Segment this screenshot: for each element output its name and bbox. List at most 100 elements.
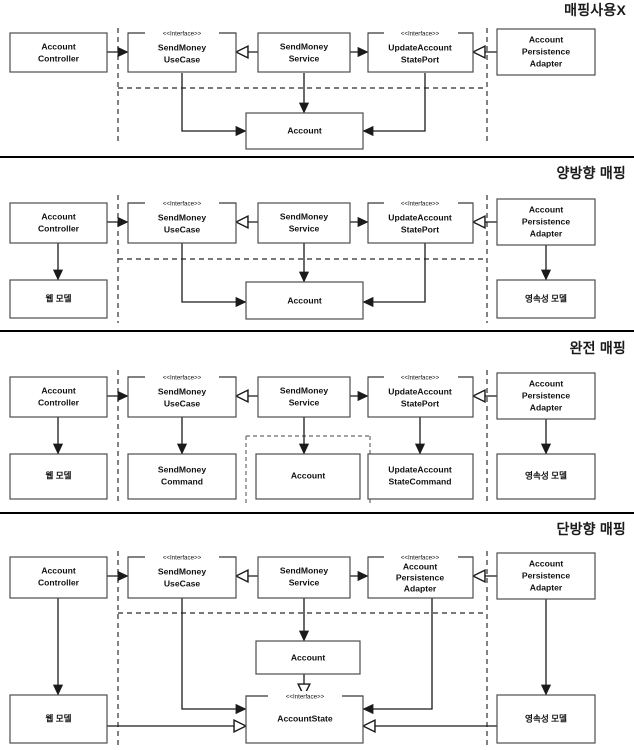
- box-account-controller[interactable]: Account Controller: [9, 556, 108, 599]
- svg-text:Persistence: Persistence: [396, 572, 444, 582]
- svg-text:StatePort: StatePort: [401, 398, 439, 408]
- panel-title-two-way-mapping: 양방향 매핑: [556, 165, 626, 181]
- svg-text:영속성 모델: 영속성 모델: [525, 712, 567, 723]
- svg-text:영속성 모델: 영속성 모델: [525, 292, 567, 303]
- svg-text:StatePort: StatePort: [401, 54, 439, 64]
- svg-text:Adapter: Adapter: [404, 583, 437, 593]
- svg-text:Persistence: Persistence: [522, 570, 570, 580]
- svg-text:Persistence: Persistence: [522, 216, 570, 226]
- box-update-account-state-port[interactable]: <<Interface>> UpdateAccount StatePort: [367, 372, 474, 418]
- panel-no-mapping-canvas: Account Controller <<Interface>> SendMon…: [9, 28, 596, 150]
- svg-text:UpdateAccount: UpdateAccount: [388, 212, 452, 222]
- box-persistence-model[interactable]: 영속성 모델: [496, 453, 596, 500]
- svg-text:Service: Service: [289, 53, 320, 63]
- box-update-account-state-port[interactable]: <<Interface>> UpdateAccount StatePort: [367, 198, 474, 244]
- svg-text:Account: Account: [529, 34, 564, 44]
- box-account-persistence-adapter[interactable]: Account Persistence Adapter: [496, 552, 596, 600]
- svg-text:SendMoney: SendMoney: [158, 566, 206, 576]
- svg-text:Account: Account: [403, 561, 438, 571]
- box-account-persistence-adapter[interactable]: Account Persistence Adapter: [496, 28, 596, 76]
- box-send-money-service[interactable]: SendMoney Service: [257, 202, 351, 244]
- svg-text:Adapter: Adapter: [530, 58, 563, 68]
- svg-text:UpdateAccount: UpdateAccount: [388, 386, 452, 396]
- box-update-account-state-port[interactable]: <<Interface>> UpdateAccount StatePort: [367, 28, 474, 73]
- box-send-money-usecase[interactable]: <<Interface>> SendMoney UseCase: [127, 372, 237, 418]
- svg-text:웹 모델: 웹 모델: [45, 712, 71, 723]
- svg-text:Account: Account: [41, 565, 76, 575]
- box-send-money-service[interactable]: SendMoney Service: [257, 556, 351, 599]
- svg-text:SendMoney: SendMoney: [280, 211, 328, 221]
- svg-text:Service: Service: [289, 577, 320, 587]
- svg-text:Account: Account: [41, 41, 76, 51]
- connector-port-to-account: [362, 243, 426, 308]
- panel-one-way-mapping-canvas: Account Controller <<Interface>> SendMon…: [9, 551, 596, 746]
- box-send-money-usecase[interactable]: <<Interface>> SendMoney UseCase: [127, 552, 237, 599]
- box-account-persistence-adapter[interactable]: Account Persistence Adapter: [496, 372, 596, 420]
- svg-text:SendMoney: SendMoney: [280, 565, 328, 575]
- panel-one-way-mapping: 단방향 매핑 Account Controller: [0, 519, 634, 750]
- box-send-money-command[interactable]: SendMoney Command: [127, 453, 237, 500]
- panel-title-full-mapping: 완전 매핑: [569, 340, 626, 356]
- panel-two-way-mapping: 양방향 매핑 Account Controller <<: [0, 163, 634, 332]
- svg-text:웹 모델: 웹 모델: [45, 469, 71, 480]
- svg-text:<<Interface>>: <<Interface>>: [401, 201, 440, 208]
- box-account-persistence-adapter-port[interactable]: <<Interface>> Account Persistence Adapte…: [367, 552, 474, 599]
- box-send-money-service[interactable]: SendMoney Service: [257, 376, 351, 418]
- svg-text:<<Interface>>: <<Interface>>: [163, 555, 202, 562]
- box-send-money-service[interactable]: SendMoney Service: [257, 32, 351, 73]
- connector-usecase-to-account: [181, 243, 247, 308]
- box-account[interactable]: Account: [255, 640, 361, 675]
- svg-text:Account: Account: [529, 558, 564, 568]
- box-account-controller[interactable]: Account Controller: [9, 32, 108, 73]
- box-account[interactable]: Account: [255, 453, 361, 500]
- svg-text:<<Interface>>: <<Interface>>: [163, 31, 202, 38]
- svg-text:Adapter: Adapter: [530, 228, 563, 238]
- svg-text:Account: Account: [287, 295, 322, 305]
- svg-text:SendMoney: SendMoney: [280, 41, 328, 51]
- box-send-money-usecase[interactable]: <<Interface>> SendMoney UseCase: [127, 28, 237, 73]
- box-account-controller[interactable]: Account Controller: [9, 202, 108, 244]
- box-account[interactable]: Account: [245, 112, 364, 150]
- box-update-account-state-command[interactable]: UpdateAccount StateCommand: [367, 453, 474, 500]
- box-web-model[interactable]: 웹 모델: [9, 453, 108, 500]
- connector-usecase-to-account-state: [181, 598, 247, 715]
- box-persistence-model[interactable]: 영속성 모델: [496, 694, 596, 744]
- svg-text:Command: Command: [161, 476, 203, 486]
- box-web-model[interactable]: 웹 모델: [9, 279, 108, 319]
- svg-text:<<Interface>>: <<Interface>>: [286, 694, 325, 701]
- svg-text:SendMoney: SendMoney: [280, 385, 328, 395]
- panel-no-mapping: 매핑사용X: [0, 0, 634, 158]
- svg-text:SendMoney: SendMoney: [158, 212, 206, 222]
- svg-text:Service: Service: [289, 397, 320, 407]
- svg-text:<<Interface>>: <<Interface>>: [163, 201, 202, 208]
- panel-title-no-mapping: 매핑사용X: [564, 2, 626, 18]
- svg-text:UseCase: UseCase: [164, 398, 201, 408]
- box-account-persistence-adapter[interactable]: Account Persistence Adapter: [496, 198, 596, 246]
- box-account[interactable]: Account: [245, 281, 364, 320]
- svg-text:AccountState: AccountState: [277, 713, 333, 723]
- svg-text:StateCommand: StateCommand: [388, 476, 451, 486]
- svg-text:Account: Account: [41, 385, 76, 395]
- svg-text:UpdateAccount: UpdateAccount: [388, 42, 452, 52]
- box-account-state[interactable]: <<Interface>> AccountState: [245, 691, 364, 744]
- panel-title-one-way-mapping: 단방향 매핑: [556, 521, 626, 537]
- svg-text:UseCase: UseCase: [164, 224, 201, 234]
- panel-divider-1: [0, 156, 634, 158]
- svg-text:영속성 모델: 영속성 모델: [525, 469, 567, 480]
- box-account-controller[interactable]: Account Controller: [9, 376, 108, 418]
- box-send-money-usecase[interactable]: <<Interface>> SendMoney UseCase: [127, 198, 237, 244]
- svg-text:Persistence: Persistence: [522, 390, 570, 400]
- svg-text:Account: Account: [291, 652, 326, 662]
- box-persistence-model[interactable]: 영속성 모델: [496, 279, 596, 319]
- svg-text:SendMoney: SendMoney: [158, 464, 206, 474]
- panel-full-mapping: 완전 매핑 Account Controller: [0, 338, 634, 514]
- svg-text:Account: Account: [529, 378, 564, 388]
- svg-text:UseCase: UseCase: [164, 54, 201, 64]
- svg-text:<<Interface>>: <<Interface>>: [163, 375, 202, 382]
- svg-text:SendMoney: SendMoney: [158, 386, 206, 396]
- svg-text:Account: Account: [287, 125, 322, 135]
- panel-divider-2: [0, 330, 634, 332]
- box-web-model[interactable]: 웹 모델: [9, 694, 108, 744]
- connector-adapter-port-to-account-state: [362, 598, 433, 715]
- svg-text:<<Interface>>: <<Interface>>: [401, 555, 440, 562]
